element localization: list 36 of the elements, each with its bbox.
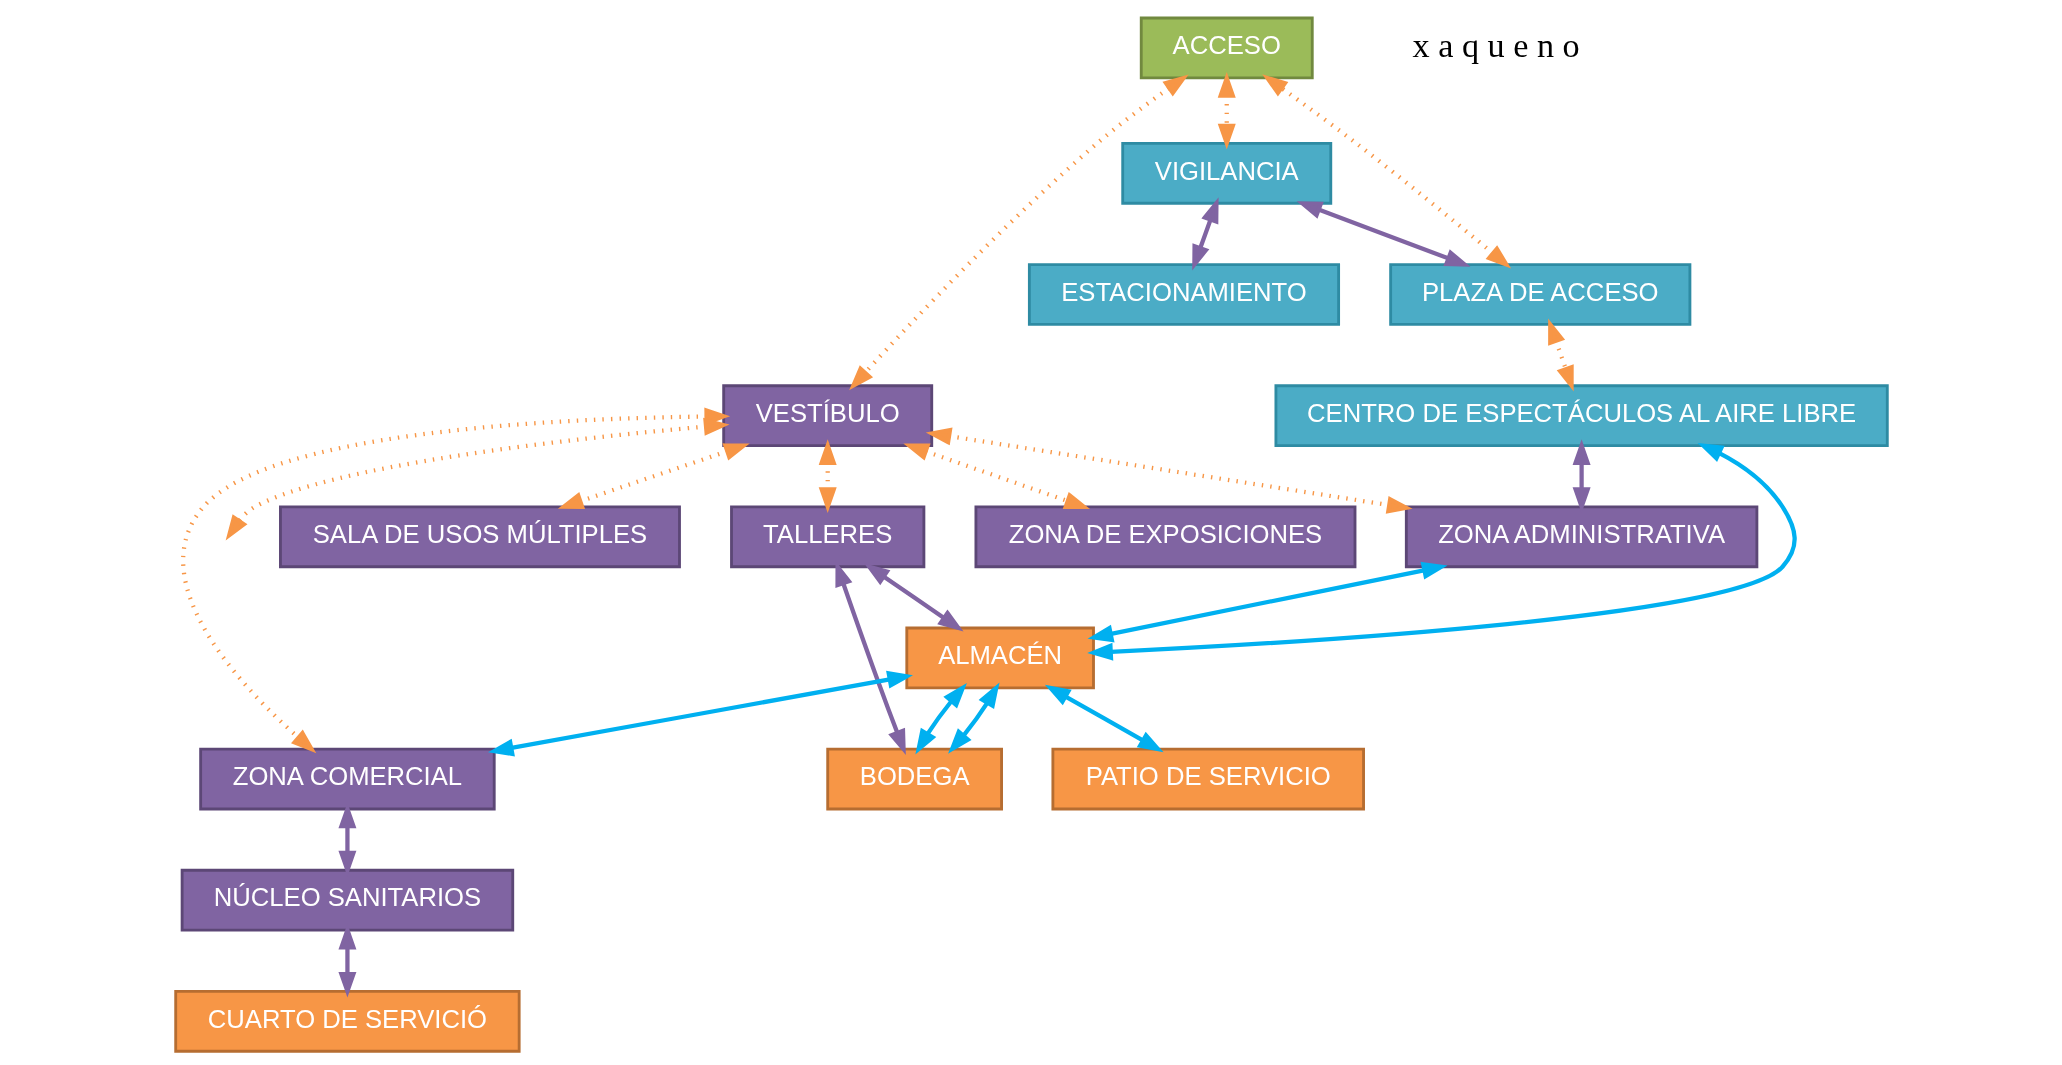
- arrow: [1087, 561, 1448, 643]
- arrow: [225, 407, 730, 541]
- node-box: SALA DE USOS MÚLTIPLES: [278, 505, 681, 569]
- node-box: VESTÍBULO: [721, 384, 933, 447]
- node-box: TALLERES: [729, 505, 925, 569]
- label: x a q u e n o: [1412, 26, 1580, 64]
- arrow: [1191, 197, 1219, 271]
- arrow: [914, 683, 967, 755]
- node-box: ALMACÉN: [904, 626, 1095, 690]
- arrow: [181, 407, 730, 754]
- arrow: [848, 74, 1189, 391]
- node-box: ZONA COMERCIAL: [198, 747, 496, 811]
- arrow: [1217, 71, 1236, 150]
- node-box: ZONA ADMINISTRATIVA: [1404, 505, 1758, 569]
- node-box: BODEGA: [825, 747, 1003, 811]
- node-box: PLAZA DE ACCESO: [1388, 263, 1691, 326]
- node-box: PATIO DE SERVICIO: [1050, 747, 1365, 811]
- arrow: [863, 563, 964, 632]
- node-box: ESTACIONAMIENTO: [1027, 263, 1340, 326]
- node-box: ACCESO: [1139, 16, 1314, 80]
- arrow: [902, 443, 1090, 509]
- arrow: [947, 682, 999, 754]
- arrow: [925, 427, 1413, 514]
- node-box: CENTRO DE ESPECTÁCULOS AL AIRE LIBRE: [1274, 384, 1889, 447]
- arrow: [1044, 684, 1164, 753]
- node-box: CUARTO DE SERVICIÓ: [173, 989, 521, 1053]
- node-box: VIGILANCIA: [1120, 142, 1332, 205]
- arrow: [1086, 442, 1797, 661]
- node-box: ZONA DE EXPOSICIONES: [974, 505, 1356, 569]
- arrow: [557, 443, 750, 510]
- arrow: [1261, 74, 1511, 269]
- arrow: [818, 439, 837, 514]
- arrow: [1547, 318, 1574, 392]
- node-box: NÚCLEO SANITARIOS: [180, 868, 514, 932]
- arrow: [487, 670, 913, 757]
- arrow: [1296, 201, 1471, 267]
